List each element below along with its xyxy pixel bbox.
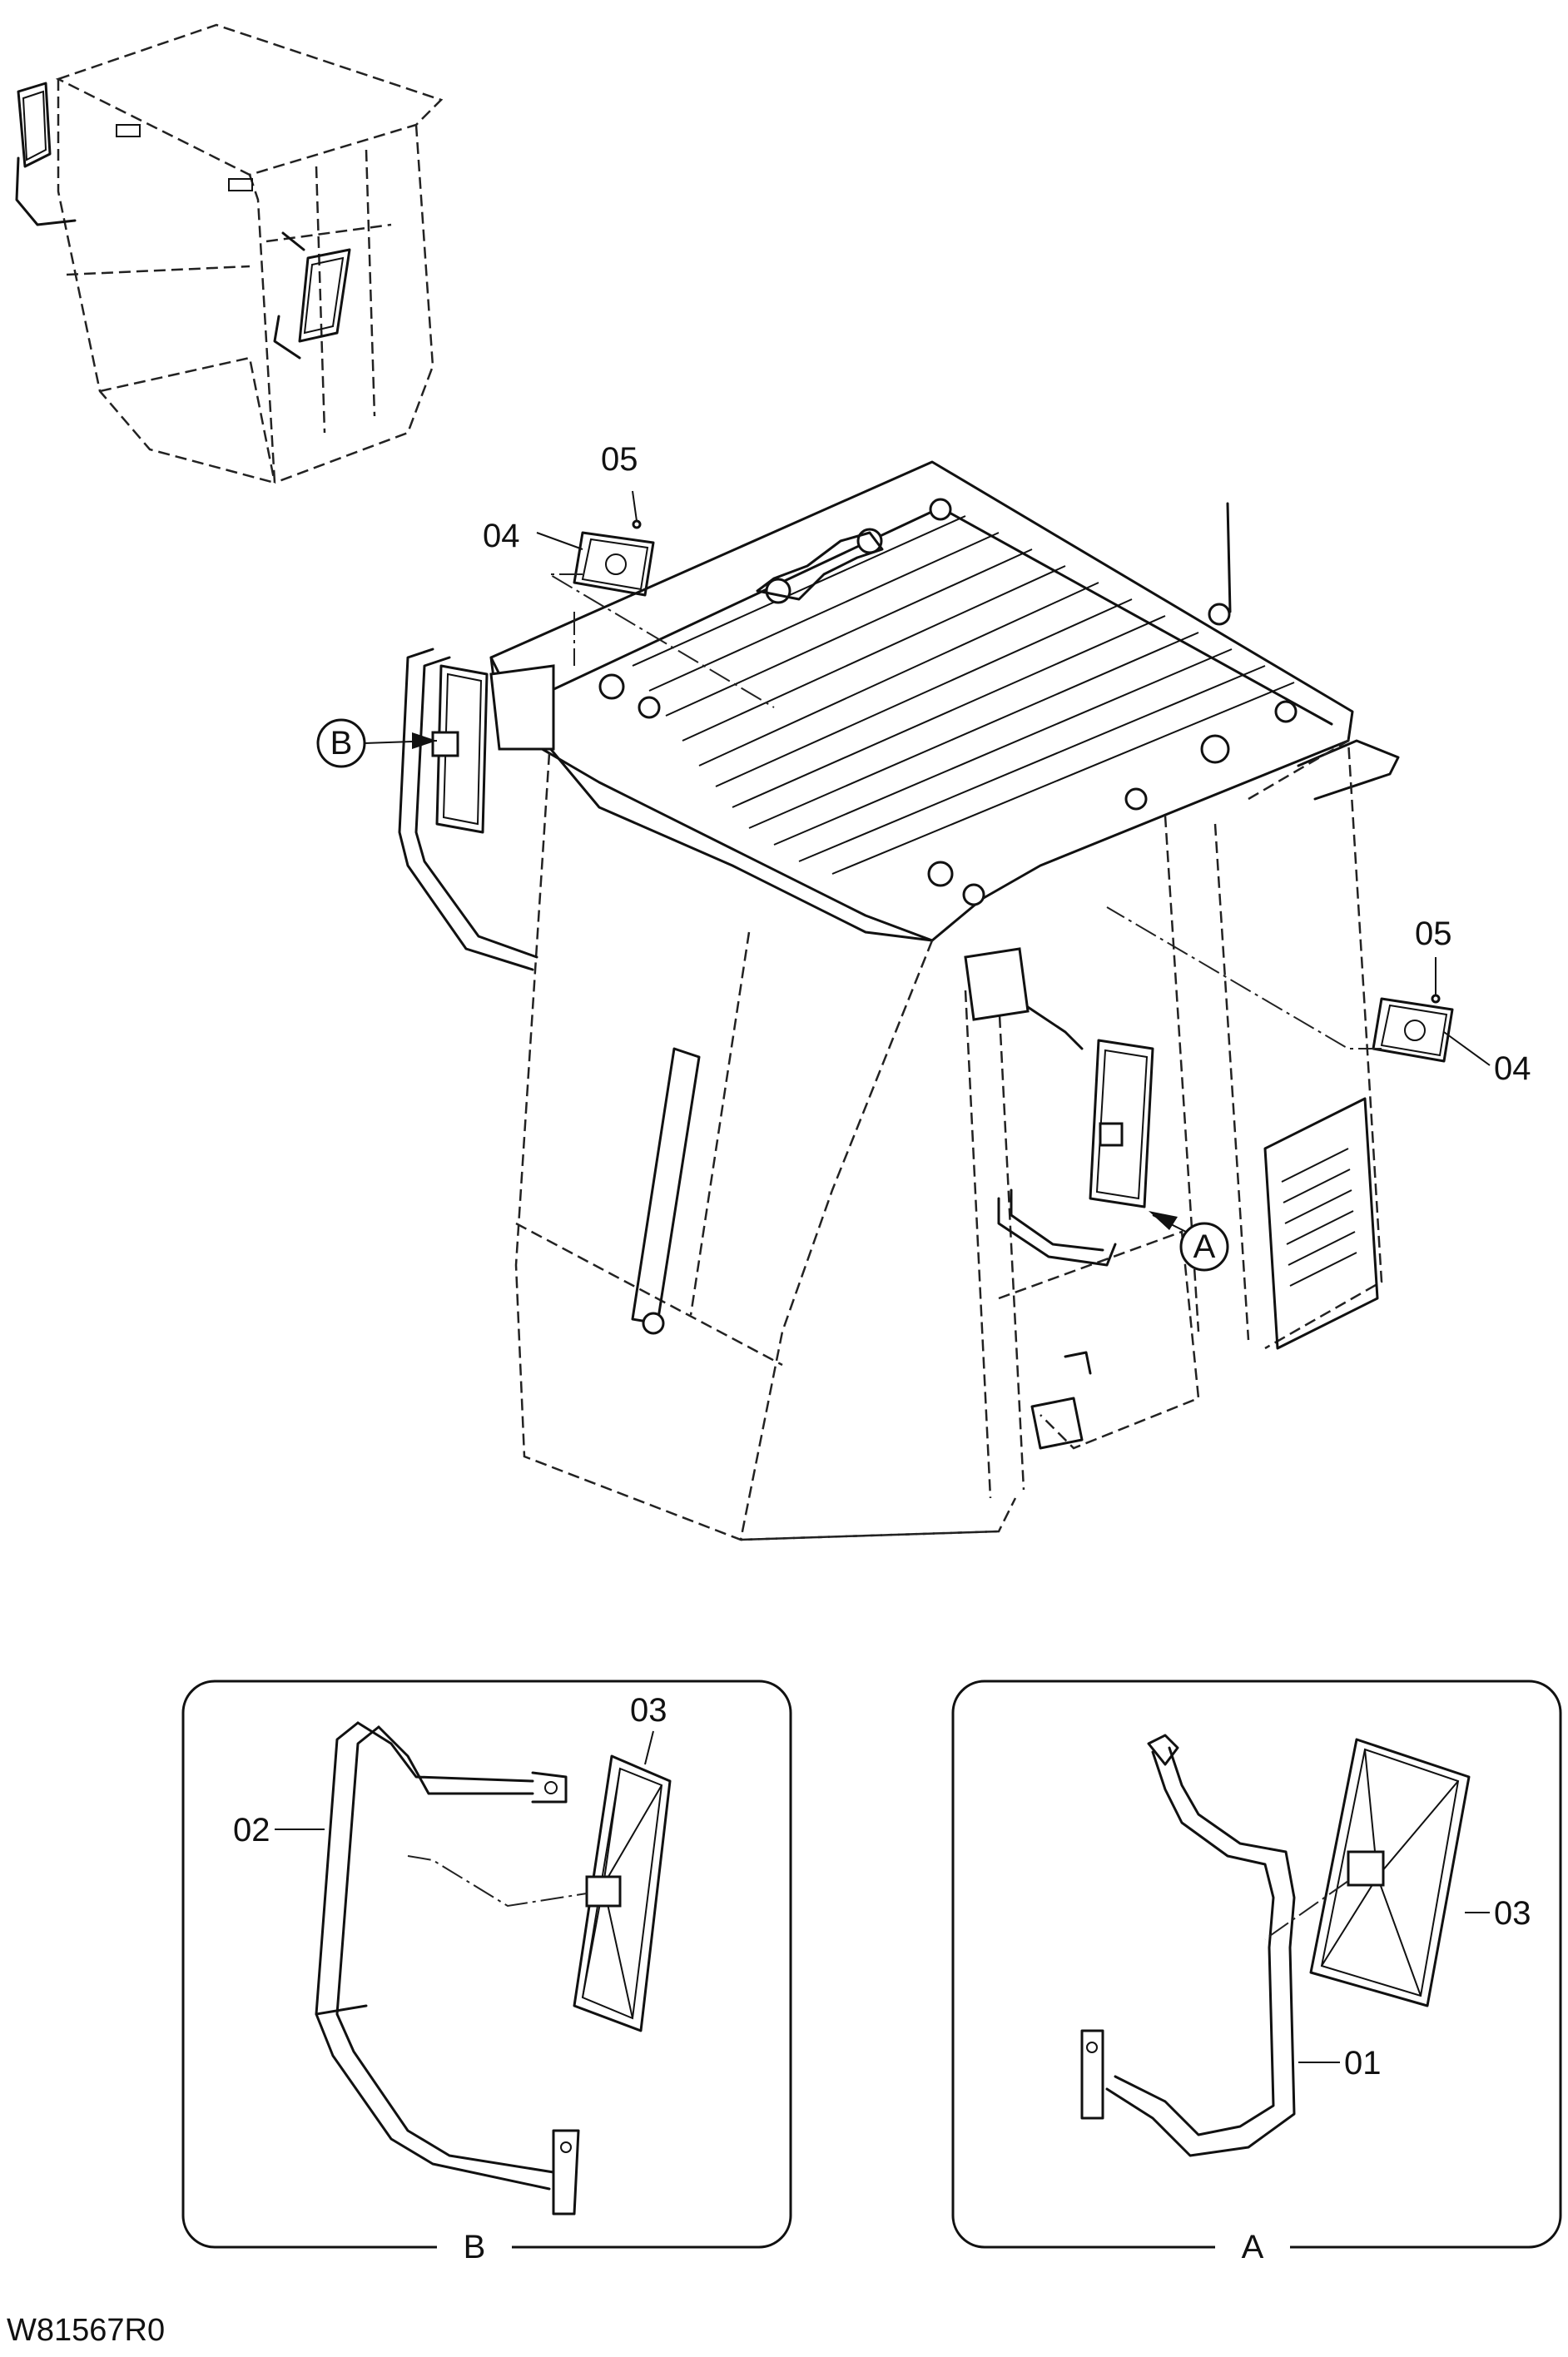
overview-thumbnail (15, 23, 444, 484)
svg-text:05: 05 (601, 441, 638, 478)
callout-a-marker (1149, 1211, 1229, 1272)
detail-view-b (181, 1680, 792, 2249)
svg-text:03: 03 (1494, 1895, 1531, 1932)
part-label-05-right: 05 (1415, 916, 1452, 952)
left-mirror-assembly (398, 648, 538, 971)
part-label-03-view-a: 03 (1494, 1895, 1531, 1932)
roof-ribs (632, 515, 1295, 875)
svg-text:B: B (464, 2229, 486, 2265)
callout-b-marker (316, 718, 438, 768)
svg-text:A: A (1242, 2229, 1264, 2265)
part-label-03-view-b: 03 (630, 1692, 667, 1729)
right-mirror-assembly (997, 1005, 1154, 1267)
svg-text:04: 04 (483, 518, 520, 554)
cab-assembly (489, 460, 1400, 1541)
part-label-01-view-a: 01 (1344, 2045, 1382, 2082)
rear-vent-slots (1281, 1148, 1357, 1287)
svg-text:01: 01 (1344, 2045, 1382, 2082)
view-caption-a: A (1215, 2226, 1290, 2268)
roof-bolts (598, 498, 1298, 906)
name-plate-04-right (1372, 994, 1454, 1063)
part-label-04-right: 04 (1494, 1050, 1531, 1087)
svg-text:05: 05 (1415, 916, 1452, 952)
name-plate-04-left (573, 519, 655, 597)
view-caption-b: B (437, 2226, 512, 2268)
detail-view-a (951, 1680, 1562, 2249)
svg-text:04: 04 (1494, 1050, 1531, 1087)
svg-text:02: 02 (233, 1812, 270, 1848)
part-label-04-left: 04 (483, 518, 520, 554)
part-label-05-left: 05 (601, 441, 638, 478)
callout-a-letter: A (1193, 1228, 1216, 1265)
drawing-code: W81567R0 (7, 2313, 165, 2348)
svg-text:03: 03 (630, 1692, 667, 1729)
part-label-02-view-b: 02 (233, 1812, 270, 1848)
callout-b-letter: B (330, 725, 353, 762)
